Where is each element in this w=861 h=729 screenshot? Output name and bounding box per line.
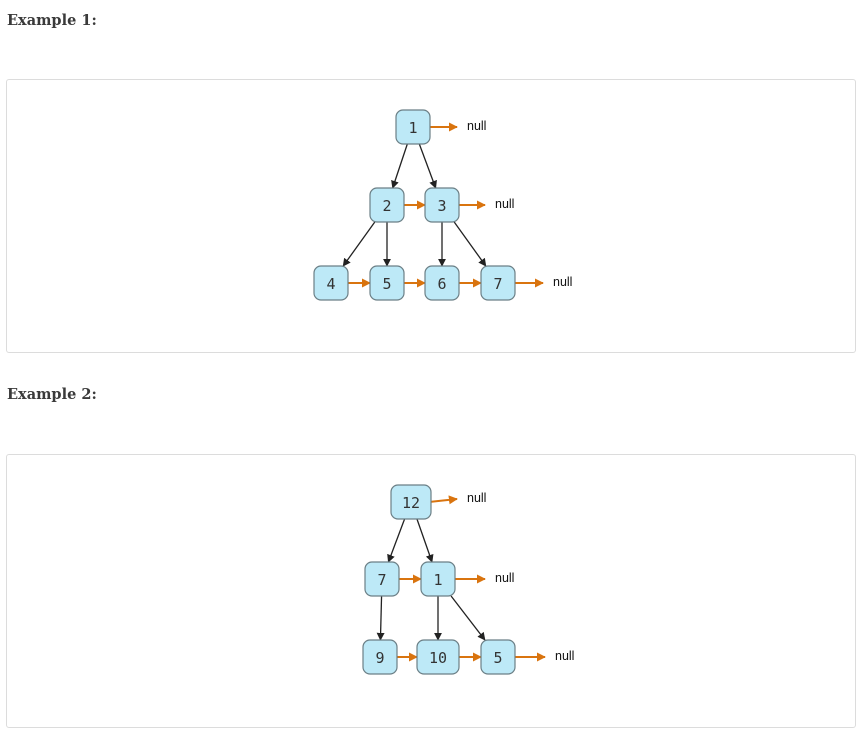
tree-edge-n3-n7 bbox=[453, 221, 487, 267]
node-label: 12 bbox=[402, 494, 420, 512]
next-pointer-m12-null bbox=[428, 495, 458, 505]
example-1-tree-diagram: 1 2 3 4 5 6 7 null null null bbox=[313, 109, 572, 301]
example-1-diagram-panel: 1 2 3 4 5 6 7 null null null bbox=[6, 79, 856, 353]
tree-node-n4: 4 bbox=[313, 265, 349, 301]
example-2-tree-diagram: 12 7 1 9 10 5 null null null bbox=[362, 484, 574, 675]
tree-node-m9: 9 bbox=[362, 639, 398, 675]
tree-node-n7: 7 bbox=[480, 265, 516, 301]
tree-edge-n1-n2 bbox=[391, 143, 408, 189]
node-label: 2 bbox=[382, 197, 391, 215]
tree-node-m7: 7 bbox=[364, 561, 400, 597]
node-label: 6 bbox=[437, 275, 446, 293]
tree-node-n2: 2 bbox=[369, 187, 405, 223]
tree-node-m1: 1 bbox=[420, 561, 456, 597]
tree-node-n3: 3 bbox=[424, 187, 460, 223]
example-1-heading: Example 1: bbox=[7, 12, 97, 29]
tree-node-m10: 10 bbox=[416, 639, 460, 675]
node-label: 9 bbox=[375, 649, 384, 667]
node-label: 1 bbox=[408, 119, 417, 137]
tree-edge-m1-m5 bbox=[450, 595, 486, 641]
tree-node-m12: 12 bbox=[390, 484, 432, 520]
tree-edge-m12-m1 bbox=[416, 518, 434, 563]
tree-node-m5: 5 bbox=[480, 639, 516, 675]
node-label: 1 bbox=[433, 571, 442, 589]
tree-edge-n2-n4 bbox=[342, 221, 376, 267]
null-label: null bbox=[467, 119, 486, 133]
example-2-heading: Example 2: bbox=[7, 386, 97, 403]
tree-node-n5: 5 bbox=[369, 265, 405, 301]
node-label: 4 bbox=[326, 275, 335, 293]
tree-node-n1: 1 bbox=[395, 109, 431, 145]
tree-node-n6: 6 bbox=[424, 265, 460, 301]
node-label: 5 bbox=[493, 649, 502, 667]
node-label: 7 bbox=[493, 275, 502, 293]
node-label: 3 bbox=[437, 197, 446, 215]
null-label: null bbox=[553, 275, 572, 289]
node-label: 7 bbox=[377, 571, 386, 589]
null-label: null bbox=[495, 571, 514, 585]
tree-edge-m12-m7 bbox=[387, 518, 406, 563]
example-2-diagram-panel: 12 7 1 9 10 5 null null null bbox=[6, 454, 856, 728]
tree-edge-n1-n3 bbox=[418, 143, 437, 189]
node-label: 10 bbox=[429, 649, 447, 667]
null-label: null bbox=[467, 491, 486, 505]
null-label: null bbox=[495, 197, 514, 211]
node-label: 5 bbox=[382, 275, 391, 293]
null-label: null bbox=[555, 649, 574, 663]
tree-edge-m7-m9 bbox=[376, 595, 385, 641]
